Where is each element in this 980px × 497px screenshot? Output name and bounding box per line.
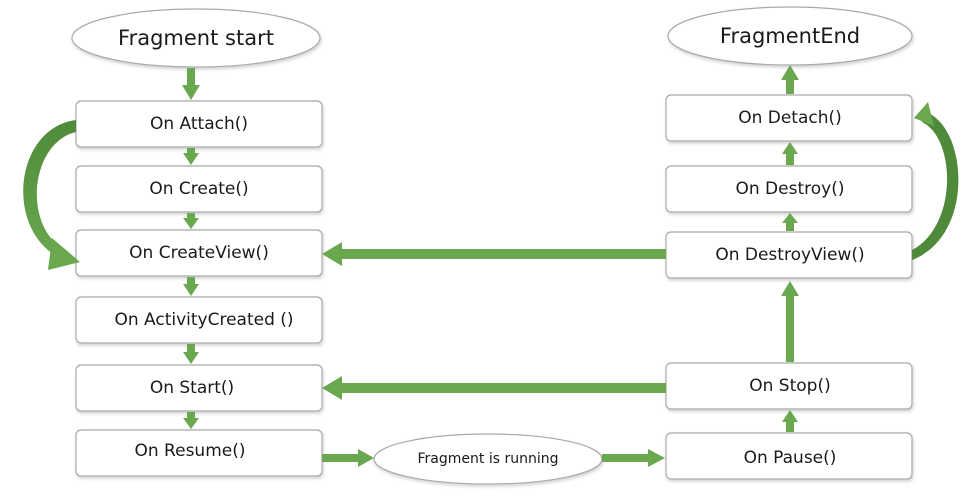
fragment-start-node: Fragment start [71,8,321,68]
on-stop-node: On Stop() [665,362,913,410]
on-attach-label: On Attach() [150,114,248,134]
on-destroy-label: On Destroy() [736,179,845,199]
fragment-end-label: FragmentEnd [720,24,860,48]
on-destroy-view-node: On DestroyView() [665,231,913,279]
on-attach-node: On Attach() [75,100,323,148]
arrow-create-to-create-view [183,213,199,229]
on-start-node: On Start() [75,364,323,412]
on-destroy-node: On Destroy() [665,165,913,213]
on-activity-created-label: On ActivityCreated () [114,310,293,330]
fragment-end-node: FragmentEnd [667,6,913,66]
curved-arrow-attach-to-create-view [23,120,80,270]
arrow-resume-to-running [322,449,374,467]
arrow-destroy-to-detach [782,142,798,165]
on-destroy-view-label: On DestroyView() [715,245,864,265]
arrow-activity-created-to-start [183,344,199,364]
fragment-running-label: Fragment is running [418,451,559,467]
fragment-running-node: Fragment is running [373,433,603,485]
arrow-start-to-resume [183,412,199,429]
on-start-label: On Start() [150,378,234,398]
on-resume-label: On Resume() [135,441,246,461]
on-create-label: On Create() [149,179,248,199]
arrow-start-to-attach [182,68,200,100]
on-pause-node: On Pause() [665,432,913,480]
arrow-destroy-view-to-destroy [782,213,798,231]
on-activity-created-node: On ActivityCreated () [75,296,323,344]
arrow-stop-to-start [322,376,666,400]
arrow-detach-to-end [781,65,799,94]
on-pause-label: On Pause() [744,448,837,468]
arrow-pause-to-stop [782,410,798,432]
arrow-running-to-pause [602,449,665,467]
arrow-attach-to-create [183,148,199,165]
on-stop-label: On Stop() [749,376,830,396]
arrow-create-view-to-activity-created [183,277,199,296]
on-resume-node: On Resume() [75,429,323,477]
fragment-start-label: Fragment start [118,26,274,50]
on-create-node: On Create() [75,165,323,213]
on-detach-node: On Detach() [665,94,913,142]
arrow-destroy-view-to-create-view [322,242,666,266]
curved-arrow-destroy-view-to-detach [912,102,959,260]
on-create-view-label: On CreateView() [129,243,269,263]
arrow-stop-to-destroy-view [781,281,799,362]
on-create-view-node: On CreateView() [75,229,323,277]
on-detach-label: On Detach() [738,108,842,128]
